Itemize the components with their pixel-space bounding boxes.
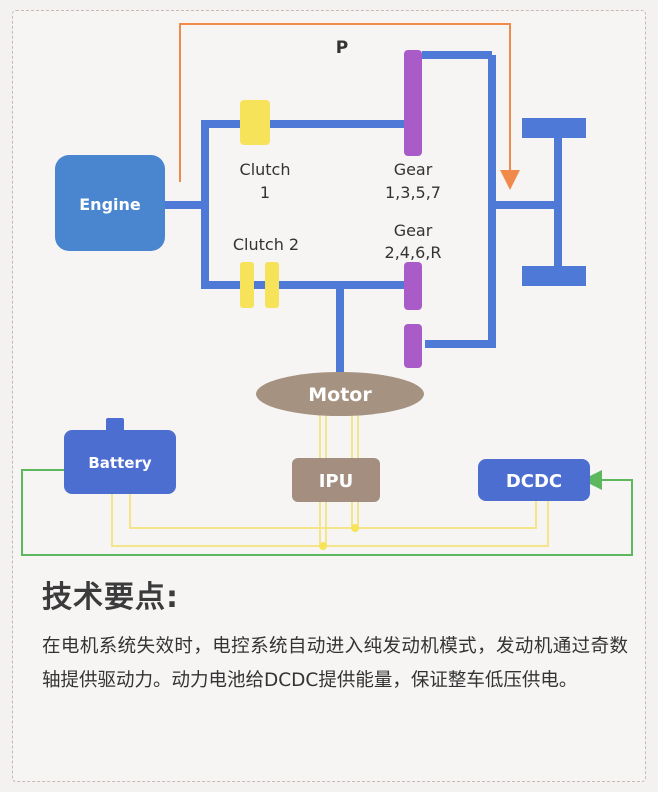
clutch-2-plate-a <box>240 262 254 308</box>
dcdc-label: DCDC <box>506 471 562 492</box>
engine-label: Engine <box>79 195 141 214</box>
motor-body <box>256 372 424 416</box>
battery-block <box>64 430 176 494</box>
gear-even-driven <box>404 324 422 368</box>
clutch-2-label: Clutch 2 <box>233 235 299 254</box>
gear-odd <box>404 50 422 156</box>
gear-odd-label-line1: Gear <box>394 160 433 179</box>
shaft-network <box>165 51 562 372</box>
engine-block <box>55 155 165 251</box>
notes-title: 技术要点: <box>42 580 179 615</box>
dcdc-block <box>478 459 590 501</box>
low-voltage-line <box>21 469 633 556</box>
battery-label: Battery <box>88 454 151 472</box>
gear-even <box>404 262 422 310</box>
clutch-1-label-line2: 1 <box>260 183 270 202</box>
ipu-label: IPU <box>319 471 354 492</box>
motor-label: Motor <box>308 384 372 406</box>
powertrain-diagram: P Clutch 1 Clutch 2 Gear 1,3,5,7 Gear 2,… <box>21 23 633 556</box>
clutch-1 <box>240 100 270 145</box>
battery-terminal <box>106 418 124 432</box>
power-path-label: P <box>336 38 348 58</box>
junction-dot-2 <box>351 524 359 532</box>
power-path-line <box>179 23 520 190</box>
clutch-1-label-line1: Clutch <box>240 160 291 179</box>
wheel-bottom <box>522 266 586 286</box>
ipu-block <box>292 458 380 502</box>
wheel-top <box>522 118 586 138</box>
gear-odd-label-line2: 1,3,5,7 <box>385 183 441 202</box>
notes-text: 在电机系统失效时，电控系统自动进入纯发动机模式，发动机通过奇数轴提供驱动力。动力… <box>42 636 628 691</box>
clutch-2-plate-b <box>265 262 279 308</box>
gear-even-label-line1: Gear <box>394 221 433 240</box>
gear-even-label-line2: 2,4,6,R <box>385 243 442 262</box>
junction-dot-1 <box>319 542 327 550</box>
